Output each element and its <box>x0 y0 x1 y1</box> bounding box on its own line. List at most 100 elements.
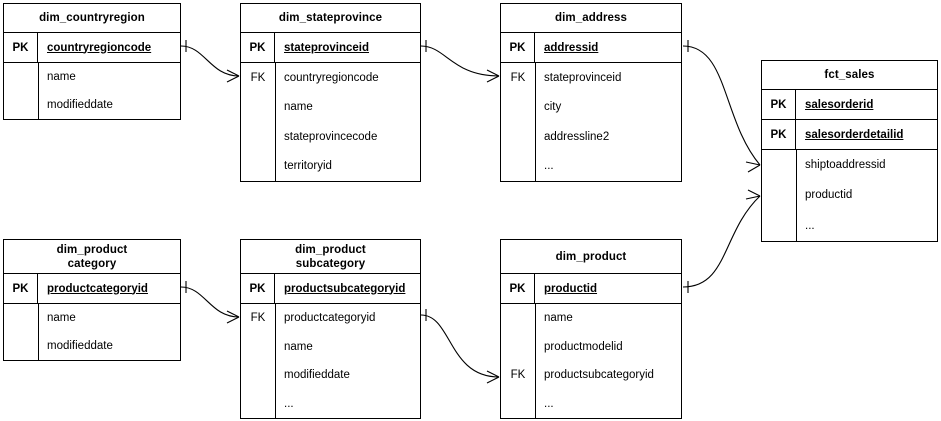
entity-attributes: FK stateprovinceid city addressline2 ... <box>501 63 681 181</box>
entity-attribute-row[interactable]: productid <box>762 180 937 210</box>
field-name: modifieddate <box>47 340 113 352</box>
field-name: countryregioncode <box>47 41 152 54</box>
entity-key-row[interactable]: PK productsubcategoryid <box>241 274 420 304</box>
entity-dim-productcategory[interactable]: dim_product category PK productcategoryi… <box>3 239 181 361</box>
entity-attributes: name modifieddate <box>4 304 180 360</box>
key-badge: FK <box>250 71 266 84</box>
key-badge: FK <box>250 312 266 325</box>
entity-key-row[interactable]: PK salesorderid <box>762 90 937 120</box>
entity-title: dim_product <box>501 240 681 274</box>
field-name: productid <box>544 282 598 295</box>
entity-title: fct_sales <box>762 61 937 90</box>
cardinality-many-crowsfoot <box>745 189 761 200</box>
field-name: productcategoryid <box>47 282 148 295</box>
key-badge: PK <box>762 120 796 149</box>
field-name: stateprovinceid <box>284 41 369 54</box>
entity-attribute-row[interactable]: FK productcategoryid <box>241 304 420 333</box>
entity-key-row[interactable]: PK countryregioncode <box>4 33 180 63</box>
entity-attributes: name modifieddate <box>4 63 180 119</box>
entity-attribute-row[interactable]: stateprovincecode <box>241 122 420 152</box>
entity-dim-address[interactable]: dim_address PK addressid FK stateprovinc… <box>500 3 682 182</box>
entity-attribute-row[interactable]: name <box>241 93 420 123</box>
entity-attribute-row[interactable]: city <box>501 93 681 123</box>
entity-attribute-row[interactable]: ... <box>501 390 681 419</box>
key-badge: PK <box>241 274 275 303</box>
field-name: salesorderid <box>805 98 874 111</box>
entity-attributes: shiptoaddressid productid ... <box>762 150 937 241</box>
field-name: ... <box>544 397 554 410</box>
field-name: name <box>544 312 573 325</box>
entity-attribute-row[interactable]: FK stateprovinceid <box>501 63 681 93</box>
field-name: addressid <box>544 41 599 54</box>
entity-title: dim_product category <box>4 240 180 274</box>
field-name: modifieddate <box>284 369 350 382</box>
entity-attribute-row[interactable]: name <box>4 304 180 332</box>
entity-attribute-row[interactable]: productmodelid <box>501 333 681 362</box>
cardinality-many-crowsfoot <box>226 310 240 324</box>
relationship-stateprovince-address[interactable] <box>420 40 500 83</box>
entity-attribute-row[interactable]: FK productsubcategoryid <box>501 361 681 390</box>
entity-attributes: name productmodelid FK productsubcategor… <box>501 304 681 418</box>
entity-attributes: FK countryregioncode name stateprovincec… <box>241 63 420 181</box>
field-name: ... <box>284 397 294 410</box>
field-name: name <box>284 101 313 114</box>
relationship-countryregion-stateprovince[interactable] <box>180 40 240 83</box>
entity-title: dim_stateprovince <box>241 4 420 33</box>
field-name: name <box>47 312 76 324</box>
entity-dim-countryregion[interactable]: dim_countryregion PK countryregioncode n… <box>3 3 181 120</box>
entity-attribute-row[interactable]: ... <box>501 152 681 182</box>
key-badge: PK <box>501 33 535 62</box>
entity-attribute-row[interactable]: modifieddate <box>4 91 180 119</box>
entity-attribute-row[interactable]: territoryid <box>241 152 420 182</box>
entity-key-row[interactable]: PK stateprovinceid <box>241 33 420 63</box>
field-name: name <box>284 340 313 353</box>
field-name: modifieddate <box>47 99 113 111</box>
relationship-productcategory-subcategory[interactable] <box>180 281 240 324</box>
key-badge: PK <box>4 274 38 303</box>
entity-fct-sales[interactable]: fct_sales PK salesorderid PK salesorderd… <box>761 60 938 242</box>
entity-title: dim_countryregion <box>4 4 180 33</box>
field-name: city <box>544 101 562 114</box>
entity-attribute-row[interactable]: shiptoaddressid <box>762 150 937 180</box>
entity-attribute-row[interactable]: modifieddate <box>241 361 420 390</box>
field-name: salesorderdetailid <box>805 128 904 141</box>
entity-attribute-row[interactable]: ... <box>241 390 420 419</box>
entity-dim-stateprovince[interactable]: dim_stateprovince PK stateprovinceid FK … <box>240 3 421 182</box>
entity-key-row[interactable]: PK productcategoryid <box>4 274 180 304</box>
key-badge: PK <box>501 274 535 303</box>
entity-key-row[interactable]: PK salesorderdetailid <box>762 120 937 150</box>
entity-attributes: FK productcategoryid name modifieddate .… <box>241 304 420 418</box>
entity-attribute-row[interactable]: name <box>241 333 420 362</box>
cardinality-many-crowsfoot <box>486 69 500 83</box>
key-badge: PK <box>241 33 275 62</box>
relationship-product-sales[interactable] <box>682 189 761 293</box>
entity-attribute-row[interactable]: name <box>4 63 180 91</box>
key-badge: PK <box>4 33 38 62</box>
field-name: addressline2 <box>544 130 610 143</box>
entity-title: dim_address <box>501 4 681 33</box>
entity-attribute-row[interactable]: ... <box>762 211 937 241</box>
relationship-address-sales[interactable] <box>682 40 761 173</box>
field-name: name <box>47 71 76 83</box>
cardinality-many-crowsfoot <box>226 69 240 83</box>
entity-attribute-row[interactable]: addressline2 <box>501 122 681 152</box>
entity-attribute-row[interactable]: FK countryregioncode <box>241 63 420 93</box>
relationship-subcategory-product[interactable] <box>420 309 500 384</box>
cardinality-many-crowsfoot <box>745 161 761 173</box>
cardinality-many-crowsfoot <box>486 370 500 384</box>
entity-key-row[interactable]: PK productid <box>501 274 681 304</box>
field-name: ... <box>805 219 815 232</box>
key-badge: PK <box>762 90 796 119</box>
field-name: ... <box>544 160 554 173</box>
entity-dim-productsubcategory[interactable]: dim_product subcategory PK productsubcat… <box>240 239 421 419</box>
field-name: productsubcategoryid <box>544 369 654 382</box>
entity-attribute-row[interactable]: name <box>501 304 681 333</box>
entity-dim-product[interactable]: dim_product PK productid name productmod… <box>500 239 682 419</box>
field-name: productcategoryid <box>284 312 376 325</box>
field-name: productmodelid <box>544 340 623 353</box>
entity-key-row[interactable]: PK addressid <box>501 33 681 63</box>
field-name: stateprovinceid <box>544 71 622 84</box>
field-name: territoryid <box>284 160 332 173</box>
entity-attribute-row[interactable]: modifieddate <box>4 332 180 360</box>
